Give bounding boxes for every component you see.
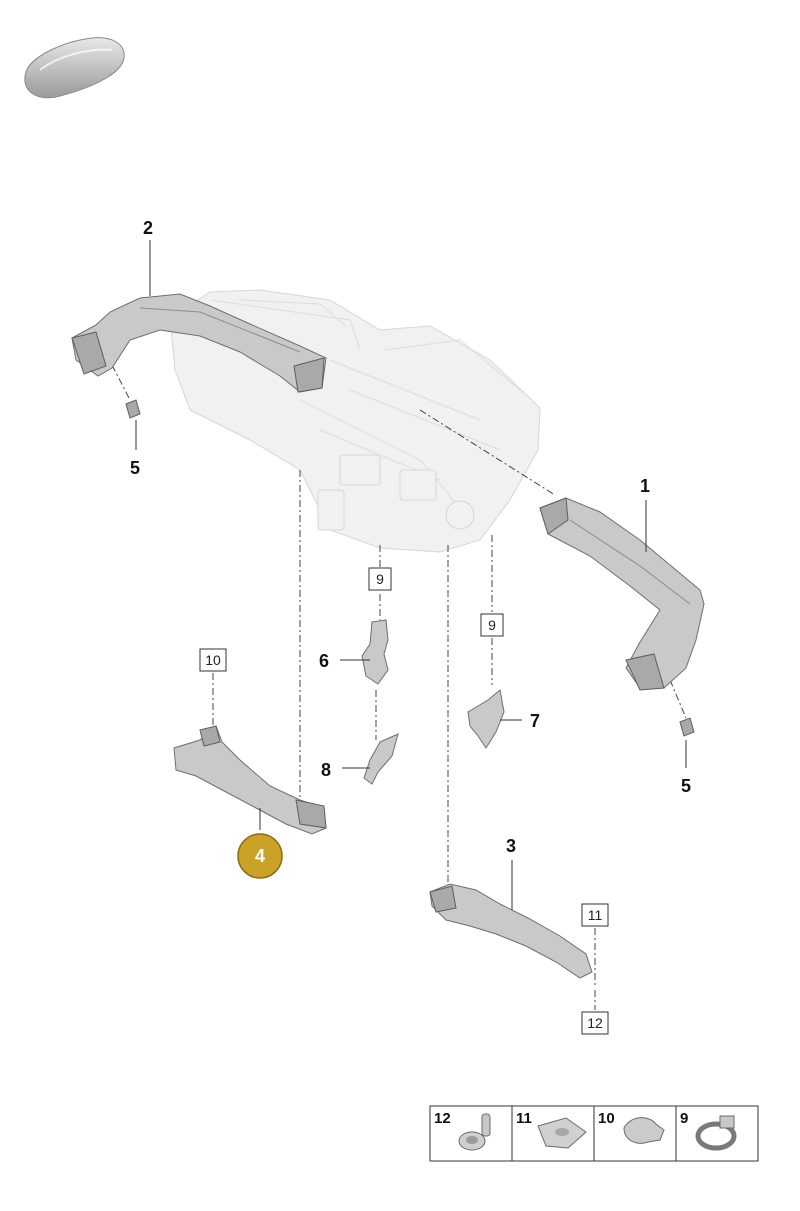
- legend-number: 11: [516, 1110, 532, 1127]
- legend-cell-11: 11: [516, 1110, 587, 1149]
- callout-5-left: 5: [130, 458, 140, 478]
- legend-cell-10: 10: [598, 1110, 665, 1144]
- boxed-ref-11: 11: [581, 903, 609, 927]
- vehicle-silhouette-icon: [24, 37, 125, 99]
- boxed-ref-9-a: 9: [368, 567, 392, 591]
- assembly-lines: [111, 364, 687, 1010]
- boxed-ref-12: 12: [581, 1011, 609, 1035]
- leader-lines: [135, 240, 687, 910]
- svg-text:9: 9: [376, 571, 384, 587]
- air-duct-part-4[interactable]: [173, 725, 327, 835]
- svg-text:9: 9: [488, 617, 496, 633]
- strip-part-8[interactable]: [363, 733, 399, 785]
- callout-4: 4: [255, 846, 265, 866]
- callout-1: 1: [640, 476, 650, 496]
- legend-number: 12: [434, 1110, 451, 1127]
- svg-text:10: 10: [205, 652, 221, 668]
- bracket-part-6[interactable]: [361, 619, 389, 685]
- callout-6: 6: [319, 651, 329, 671]
- clip-nut-icon: [537, 1117, 587, 1149]
- screw-icon: [458, 1113, 491, 1151]
- clip-part-5-left[interactable]: [125, 399, 141, 419]
- clip-part-5-right[interactable]: [679, 717, 695, 737]
- expanding-rivet-icon: [623, 1117, 665, 1144]
- svg-text:11: 11: [588, 907, 603, 923]
- boxed-references: 9 9 10 11 12: [199, 567, 609, 1035]
- bracket-part-7[interactable]: [467, 689, 505, 749]
- hose-clamp-icon: [695, 1115, 737, 1151]
- legend-number: 9: [680, 1110, 688, 1127]
- callout-4-highlight[interactable]: 4: [237, 833, 283, 879]
- callout-3: 3: [506, 836, 516, 856]
- air-duct-part-1[interactable]: [539, 497, 705, 691]
- legend-number: 10: [598, 1110, 615, 1127]
- fastener-legend: 12 11 10 9: [429, 1105, 759, 1162]
- air-duct-part-3[interactable]: [429, 883, 593, 979]
- svg-text:12: 12: [587, 1015, 603, 1031]
- callout-labels: 1 2 3 5 5 6 7 8: [130, 218, 691, 856]
- boxed-ref-10: 10: [199, 648, 227, 672]
- callout-5-right: 5: [681, 776, 691, 796]
- boxed-ref-9-b: 9: [480, 613, 504, 637]
- air-duct-part-2[interactable]: [71, 293, 327, 393]
- callout-2: 2: [143, 218, 153, 238]
- callout-7: 7: [530, 711, 540, 731]
- legend-cell-12: 12: [434, 1110, 491, 1151]
- callout-8: 8: [321, 760, 331, 780]
- legend-cell-9: 9: [680, 1110, 737, 1151]
